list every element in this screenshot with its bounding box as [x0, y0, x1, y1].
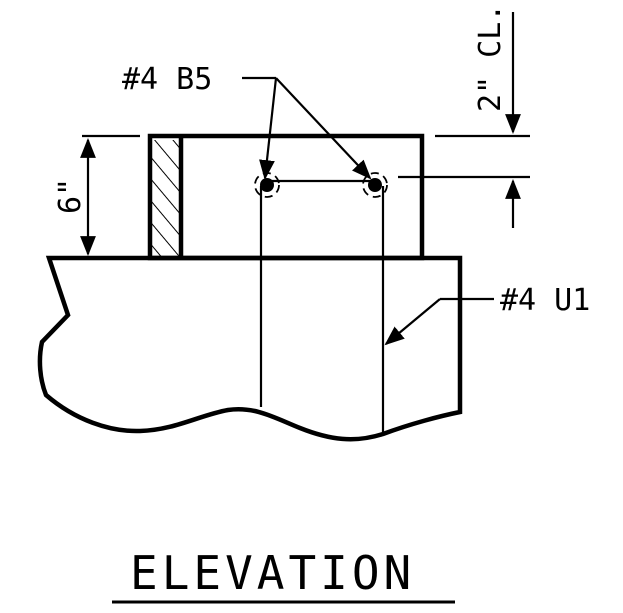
- cover-dimension: [398, 12, 530, 228]
- depth-dimension: [80, 134, 140, 256]
- label-stirrup: #4 U1: [500, 283, 590, 318]
- u1-leader: [384, 297, 494, 346]
- joint-filler-hatch: [150, 140, 181, 258]
- label-clear-cover: 2" CL.: [473, 4, 508, 112]
- label-top-bar: #4 B5: [122, 62, 212, 97]
- drawing-title: ELEVATION: [130, 546, 415, 600]
- curb-section: [147, 133, 425, 261]
- bar-right: [362, 172, 388, 198]
- slab-section: [37, 255, 463, 442]
- b5-leader: [242, 76, 372, 180]
- label-depth: 6": [53, 178, 88, 214]
- bar-left: [254, 172, 280, 198]
